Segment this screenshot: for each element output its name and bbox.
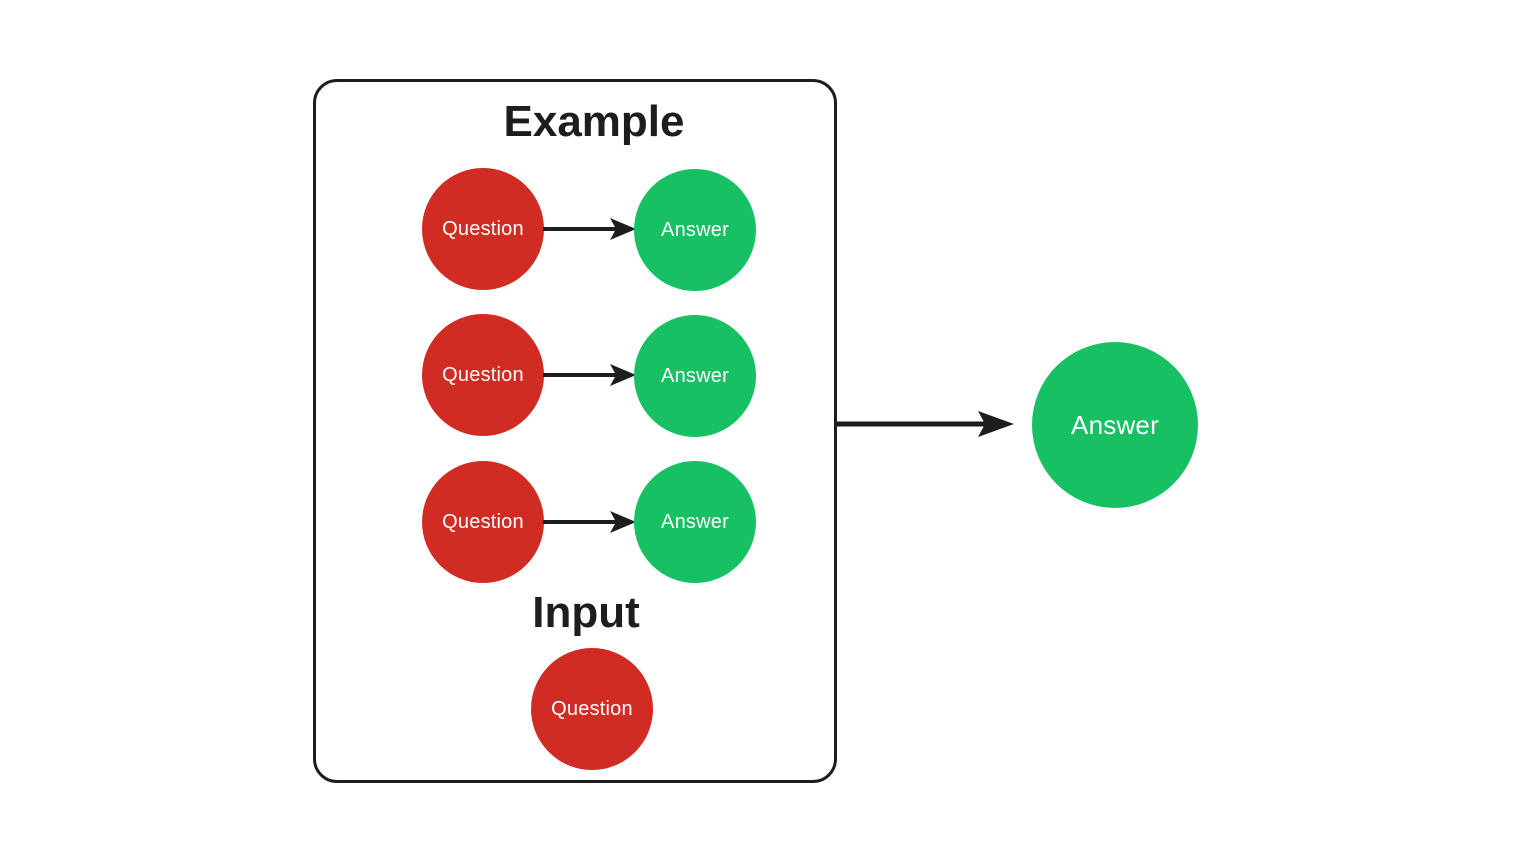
answer-node-label: Answer: [661, 364, 729, 387]
question-node: Question: [422, 314, 544, 436]
input-question-node-label: Question: [551, 697, 633, 720]
question-node: Question: [422, 461, 544, 583]
question-node-label: Question: [442, 510, 524, 533]
answer-node-label: Answer: [661, 218, 729, 241]
output-answer-node: Answer: [1032, 342, 1198, 508]
question-node-label: Question: [442, 363, 524, 386]
answer-node: Answer: [634, 169, 756, 291]
answer-node: Answer: [634, 461, 756, 583]
input-question-node: Question: [531, 648, 653, 770]
output-answer-node-label: Answer: [1071, 409, 1159, 440]
output-arrow-right-icon: [836, 411, 1014, 437]
arrow-right-icon: [543, 511, 636, 533]
answer-node-label: Answer: [661, 510, 729, 533]
example-box-title: Example: [503, 97, 685, 146]
answer-node: Answer: [634, 315, 756, 437]
arrow-right-icon: [543, 218, 636, 240]
example-box: Example Question Answer Question Answe: [313, 79, 837, 783]
question-node: Question: [422, 168, 544, 290]
input-section-title: Input: [532, 588, 640, 637]
arrow-right-icon: [543, 364, 636, 386]
question-node-label: Question: [442, 217, 524, 240]
